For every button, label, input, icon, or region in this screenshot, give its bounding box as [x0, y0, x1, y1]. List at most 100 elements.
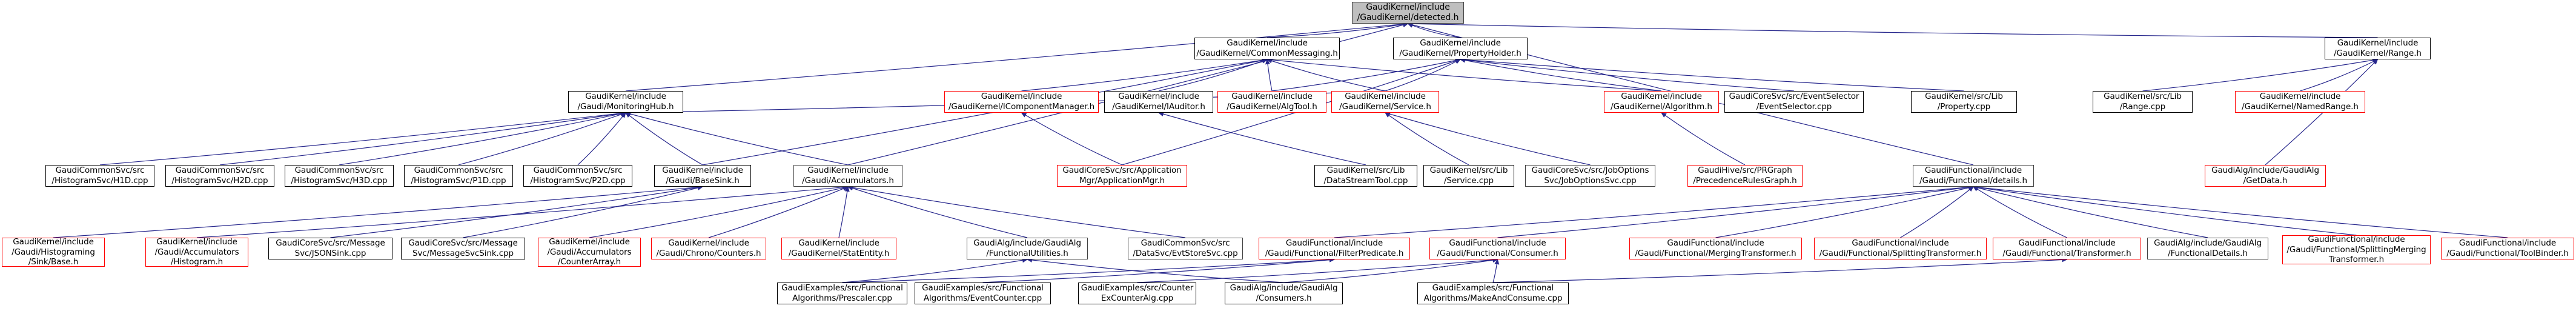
- graph-node[interactable]: GaudiKernel/src/Lib /DataStreamTool.cpp: [1314, 165, 1417, 187]
- graph-edge: [2300, 59, 2379, 92]
- graph-edge: [625, 112, 703, 166]
- graph-edge: [1385, 112, 1469, 166]
- graph-edge: [1283, 258, 1498, 283]
- graph-node[interactable]: GaudiKernel/include /GaudiKernel/detecte…: [1352, 2, 1464, 24]
- graph-node[interactable]: GaudiKernel/include /GaudiKernel/Service…: [1331, 91, 1439, 113]
- graph-edge: [1021, 112, 1122, 166]
- graph-node[interactable]: GaudiKernel/include /Gaudi/BaseSink.h: [654, 165, 751, 187]
- graph-edge: [1334, 184, 1974, 238]
- graph-edge: [1266, 22, 1409, 38]
- graph-edge: [589, 185, 849, 238]
- graph-node[interactable]: GaudiAlg/include/GaudiAlg /GetData.h: [2205, 165, 2326, 187]
- graph-node[interactable]: GaudiKernel/include /Gaudi/Accumulators.…: [793, 165, 902, 187]
- graph-edge: [196, 184, 849, 238]
- graph-node[interactable]: GaudiKernel/include /GaudiKernel/IAudito…: [1104, 91, 1213, 113]
- graph-edge: [838, 186, 850, 238]
- graph-node[interactable]: GaudiKernel/include /GaudiKernel/Algorit…: [1604, 91, 1719, 113]
- graph-edge: [847, 186, 1028, 238]
- graph-node[interactable]: GaudiFunctional/include /Gaudi/Functiona…: [1814, 238, 1987, 259]
- graph-node[interactable]: GaudiKernel/include /GaudiKernel/CommonM…: [1194, 38, 1340, 59]
- graph-edge: [458, 112, 626, 166]
- graph-node[interactable]: GaudiKernel/src/Lib /Service.cpp: [1423, 165, 1514, 187]
- graph-node[interactable]: GaudiKernel/include /GaudiKernel/StatEnt…: [781, 238, 896, 259]
- graph-node[interactable]: GaudiFunctional/include /Gaudi/Functiona…: [2441, 238, 2574, 259]
- graph-node[interactable]: GaudiCoreSvc/src/JobOptions Svc/JobOptio…: [1525, 165, 1655, 187]
- graph-edge: [1385, 112, 1591, 166]
- graph-edge: [1460, 58, 1662, 92]
- graph-edge: [1158, 112, 1366, 166]
- graph-node[interactable]: GaudiCommonSvc/src /HistogramSvc/H2D.cpp: [165, 165, 274, 187]
- graph-node[interactable]: GaudiKernel/src/Lib /Range.cpp: [2093, 91, 2193, 113]
- graph-edge: [1900, 186, 1974, 238]
- graph-node[interactable]: GaudiKernel/include /Gaudi/Accumulators …: [145, 237, 248, 267]
- graph-edge: [1715, 185, 1974, 238]
- graph-node[interactable]: GaudiKernel/include /GaudiKernel/Range.h: [2325, 38, 2431, 59]
- graph-node[interactable]: GaudiKernel/include /GaudiKernel/ICompon…: [944, 91, 1099, 113]
- graph-node[interactable]: GaudiHive/src/PRGraph /PrecedenceRulesGr…: [1687, 165, 1803, 187]
- graph-node[interactable]: GaudiExamples/src/Functional Algorithms/…: [777, 283, 907, 304]
- graph-node[interactable]: GaudiCommonSvc/src /HistogramSvc/P1D.cpp: [404, 165, 513, 187]
- graph-edge: [1460, 57, 1964, 92]
- graph-node[interactable]: GaudiFunctional/include /Gaudi/Functiona…: [1429, 238, 1566, 259]
- graph-edge: [982, 257, 1335, 283]
- graph-node[interactable]: GaudiCoreSvc/src/EventSelector /EventSel…: [1724, 91, 1864, 113]
- graph-edge: [842, 258, 1028, 283]
- graph-edge: [339, 111, 626, 166]
- graph-node[interactable]: GaudiFunctional/include /Gaudi/Functiona…: [1629, 238, 1802, 259]
- graph-edge: [577, 112, 626, 166]
- graph-edge: [1385, 59, 1461, 92]
- graph-node[interactable]: GaudiKernel/include /GaudiKernel/AlgTool…: [1217, 91, 1326, 113]
- graph-node[interactable]: GaudiKernel/include /Gaudi/Accumulators …: [538, 237, 641, 267]
- graph-edge: [330, 185, 703, 238]
- graph-edge: [842, 257, 1335, 283]
- graph-edge: [625, 112, 849, 166]
- graph-edge: [1973, 185, 2357, 236]
- graph-node[interactable]: GaudiKernel/include /Gaudi/MonitoringHub…: [568, 91, 683, 113]
- graph-edge: [1973, 184, 2508, 238]
- graph-node[interactable]: GaudiFunctional/include /Gaudi/Functiona…: [1913, 165, 2034, 187]
- graph-edge: [1027, 257, 1284, 283]
- graph-node[interactable]: GaudiExamples/src/Functional Algorithms/…: [1417, 283, 1569, 304]
- graph-edge: [53, 184, 703, 238]
- graph-node[interactable]: GaudiCoreSvc/src/Message Svc/JSONSink.cp…: [268, 238, 392, 259]
- graph-node[interactable]: GaudiFunctional/include /Gaudi/Functiona…: [1993, 238, 2141, 259]
- graph-edge: [99, 110, 626, 166]
- graph-edge: [847, 185, 1186, 238]
- graph-edge: [1460, 57, 1795, 92]
- graph-node[interactable]: GaudiCommonSvc/src /DataSvc/EvtStoreSvc.…: [1128, 238, 1243, 259]
- graph-edge: [219, 111, 626, 166]
- graph-edge: [1973, 186, 2208, 238]
- graph-node[interactable]: GaudiKernel/src/Lib /Property.cpp: [1911, 91, 2017, 113]
- graph-edge: [708, 186, 849, 238]
- graph-edge: [1973, 186, 2067, 238]
- graph-node[interactable]: GaudiAlg/include/GaudiAlg /FunctionalDet…: [2147, 238, 2268, 259]
- graph-edge: [1137, 257, 1498, 283]
- graph-node[interactable]: GaudiKernel/include /Gaudi/Histograming …: [2, 237, 105, 267]
- graph-edge: [1266, 58, 1386, 92]
- graph-node[interactable]: GaudiExamples/src/Functional Algorithms/…: [915, 283, 1051, 304]
- graph-node[interactable]: GaudiCommonSvc/src /HistogramSvc/P2D.cpp: [523, 165, 632, 187]
- graph-node[interactable]: GaudiAlg/include/GaudiAlg /Consumers.h: [1225, 283, 1343, 304]
- graph-edge: [1265, 59, 1273, 92]
- graph-edge: [2142, 58, 2379, 92]
- graph-edge: [463, 185, 703, 238]
- graph-node[interactable]: GaudiCommonSvc/src /HistogramSvc/H3D.cpp: [285, 165, 394, 187]
- graph-node[interactable]: GaudiFunctional/include /Gaudi/Functiona…: [1259, 238, 1410, 259]
- graph-edge: [1492, 259, 1500, 283]
- graph-node[interactable]: GaudiCoreSvc/src/Message Svc/MessageSvcS…: [401, 238, 525, 259]
- graph-edge: [1266, 57, 1662, 92]
- graph-edge: [1407, 21, 2378, 38]
- graph-node[interactable]: GaudiKernel/include /GaudiKernel/Propert…: [1393, 38, 1528, 59]
- graph-edge: [1492, 257, 2068, 283]
- graph-edge: [1661, 112, 1746, 166]
- graph-edge: [1271, 58, 1461, 92]
- graph-node[interactable]: GaudiFunctional/include /Gaudi/Functiona…: [2282, 235, 2431, 264]
- graph-edge: [1021, 58, 1268, 92]
- graph-node[interactable]: GaudiKernel/include /Gaudi/Chrono/Counte…: [651, 238, 766, 259]
- graph-node[interactable]: GaudiKernel/include /GaudiKernel/NamedRa…: [2235, 91, 2365, 113]
- graph-node[interactable]: GaudiCommonSvc/src /HistogramSvc/H1D.cpp: [45, 165, 154, 187]
- graph-node[interactable]: GaudiAlg/include/GaudiAlg /FunctionalUti…: [967, 238, 1088, 259]
- graph-node[interactable]: GaudiExamples/src/Counter ExCounterAlg.c…: [1078, 283, 1196, 304]
- graph-node[interactable]: GaudiCoreSvc/src/Application Mgr/Applica…: [1057, 165, 1187, 187]
